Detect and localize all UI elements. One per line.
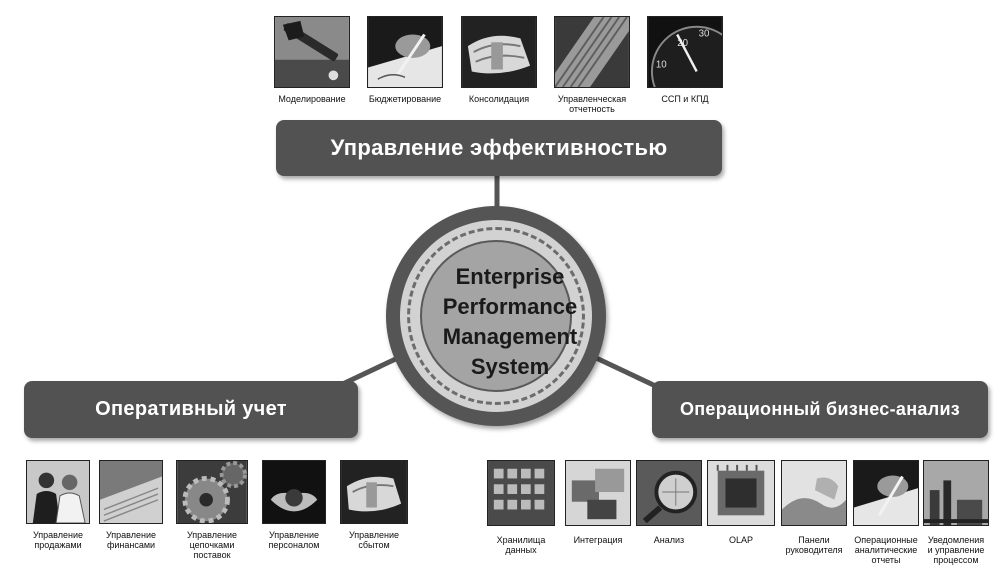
banner-right-label: Операционный бизнес-анализ — [679, 399, 961, 419]
hub-dashed-ring — [407, 227, 585, 405]
operational-accounting-banner: Оперативный учет — [24, 381, 358, 438]
dashboard-hand-icon — [781, 460, 847, 526]
right-caption: Интеграция — [573, 535, 623, 545]
svg-text:30: 30 — [699, 28, 710, 39]
analysis-magnifier-icon — [636, 460, 702, 526]
integration-screens-icon — [565, 460, 631, 526]
banner-top-label: Управление эффективностью — [330, 135, 668, 160]
hands-soil-icon — [262, 460, 326, 524]
hub-inner-circle — [420, 240, 572, 392]
olap-chip-icon — [707, 460, 775, 526]
hub-title: Enterprise Performance Management System — [400, 262, 620, 382]
banner-left-label: Оперативный учет — [95, 398, 287, 420]
money-stack-icon — [461, 16, 537, 88]
hub-title-line: System — [470, 354, 550, 379]
hub-title-line: Performance — [442, 294, 578, 319]
business-people-icon — [26, 460, 90, 524]
operational-bi-banner: Операционный бизнес-анализ — [652, 381, 988, 438]
svg-text:10: 10 — [656, 60, 667, 71]
performance-management-banner: Управление эффективностью — [276, 120, 722, 176]
hammer-icon — [274, 16, 350, 88]
top-caption: Моделирование — [278, 94, 346, 104]
right-caption: Анализ — [653, 535, 685, 545]
hub-title-line: Enterprise — [455, 264, 565, 289]
top-caption: Бюджетирование — [368, 94, 442, 104]
pen-writing-icon — [853, 460, 919, 526]
top-caption: ССП и КПД — [661, 94, 709, 104]
top-caption: Консолидация — [468, 94, 530, 104]
hub-title-line: Management — [442, 324, 578, 349]
finance-documents-icon — [99, 460, 163, 524]
industrial-plant-icon — [923, 460, 989, 526]
pen-writing-icon — [367, 16, 443, 88]
right-caption: OLAP — [728, 535, 753, 545]
server-blocks-icon — [487, 460, 555, 526]
money-stack-icon — [340, 460, 408, 524]
report-texture-icon — [554, 16, 630, 88]
gears-icon — [176, 460, 248, 524]
speedometer-icon: 203010 — [647, 16, 723, 88]
